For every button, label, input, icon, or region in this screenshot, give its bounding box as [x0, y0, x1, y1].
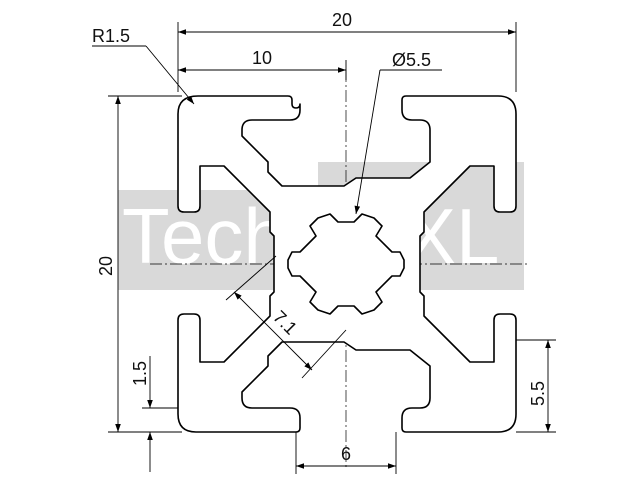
dim-height-left-label: 20	[96, 256, 116, 276]
dim-corner-radius: R1.5	[92, 26, 195, 105]
dim-half-width: 10	[178, 48, 347, 80]
dim-bore-diameter: Ø5.5	[354, 50, 442, 215]
dim-slot-depth-label: 5.5	[528, 381, 548, 406]
dim-slot-width: 6	[295, 432, 397, 474]
dim-slot-width-label: 6	[341, 444, 351, 464]
dim-slot-depth: 5.5	[516, 339, 556, 433]
dim-bore-diameter-label: Ø5.5	[392, 50, 431, 70]
dim-width-top-label: 20	[332, 10, 352, 30]
dim-corner-radius-label: R1.5	[92, 26, 130, 46]
dim-wall-thickness-label: 1.5	[130, 361, 150, 386]
dim-half-width-label: 10	[252, 48, 272, 68]
core-bore-outline	[287, 213, 405, 315]
watermark-text-tech: Tech	[122, 192, 287, 280]
dim-wall-thickness: 1.5	[130, 356, 178, 472]
dim-width-top: 20	[177, 10, 517, 92]
